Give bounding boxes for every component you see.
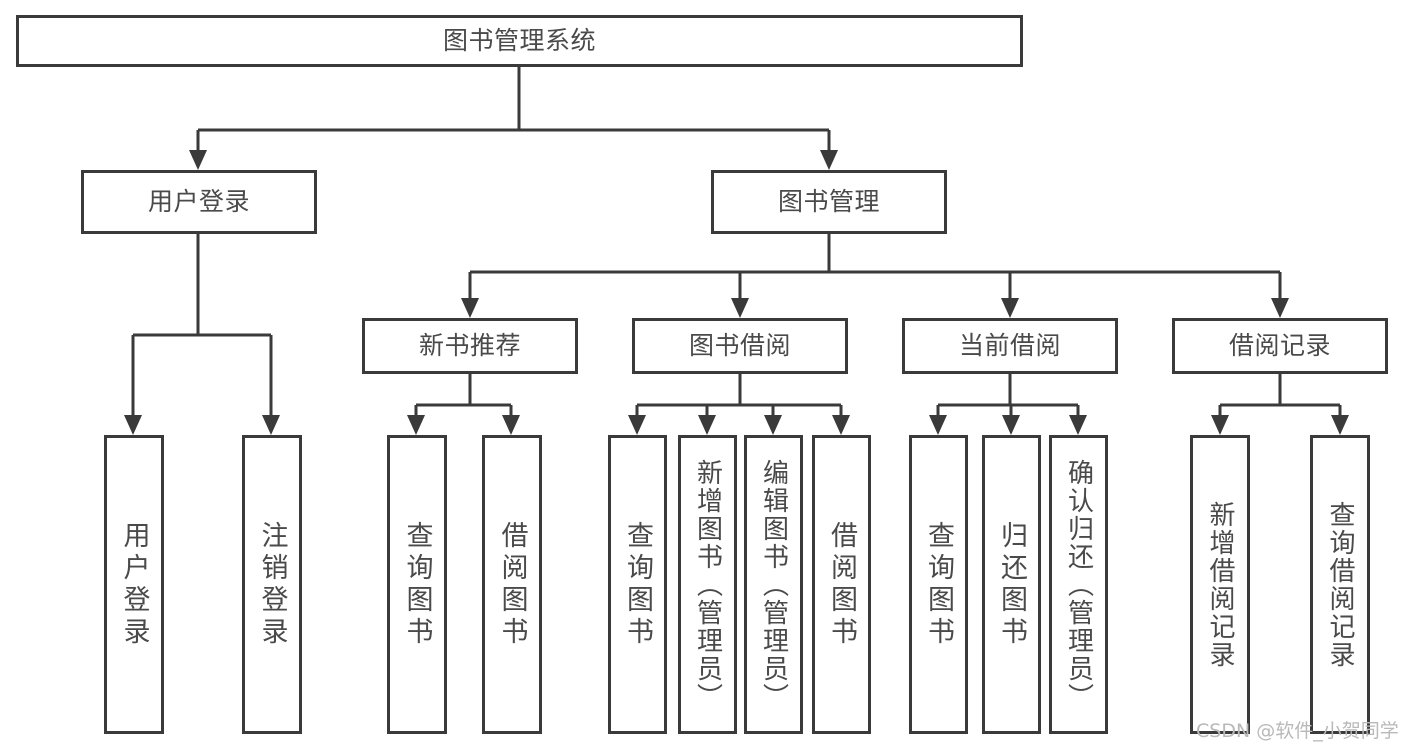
node-label: 确认归还（管理员） bbox=[1063, 458, 1094, 711]
node-label: 新增借阅记录 bbox=[1205, 500, 1235, 669]
leaf-logout[interactable]: 注销登录 bbox=[242, 435, 302, 734]
leaf-return-book[interactable]: 归还图书 bbox=[982, 435, 1041, 734]
leaf-query-book-newbook[interactable]: 查询图书 bbox=[387, 435, 447, 734]
node-label: 用户登录 bbox=[118, 520, 150, 649]
node-label: 查询图书 bbox=[401, 520, 433, 649]
node-label: 用户登录 bbox=[147, 186, 250, 216]
leaf-add-borrow-record[interactable]: 新增借阅记录 bbox=[1190, 435, 1250, 734]
node-root-system[interactable]: 图书管理系统 bbox=[16, 15, 1023, 67]
node-new-book-recommend[interactable]: 新书推荐 bbox=[362, 318, 578, 374]
node-label: 注销登录 bbox=[256, 520, 288, 649]
node-label: 借阅图书 bbox=[826, 520, 857, 649]
node-label: 查询图书 bbox=[622, 520, 653, 649]
node-label: 新增图书（管理员） bbox=[692, 458, 723, 711]
node-label: 借阅记录 bbox=[1228, 330, 1331, 360]
node-borrow-record[interactable]: 借阅记录 bbox=[1172, 318, 1388, 374]
node-label: 查询图书 bbox=[923, 520, 954, 649]
node-label: 查询借阅记录 bbox=[1325, 500, 1355, 669]
leaf-borrow-book[interactable]: 借阅图书 bbox=[812, 435, 871, 734]
node-label: 归还图书 bbox=[996, 520, 1027, 649]
leaf-confirm-return-admin[interactable]: 确认归还（管理员） bbox=[1049, 435, 1108, 734]
leaf-user-login[interactable]: 用户登录 bbox=[104, 435, 164, 734]
node-label: 编辑图书（管理员） bbox=[758, 458, 789, 711]
node-label: 新书推荐 bbox=[418, 330, 521, 360]
node-label: 图书管理系统 bbox=[442, 25, 596, 55]
leaf-query-book-current[interactable]: 查询图书 bbox=[909, 435, 968, 734]
node-label: 借阅图书 bbox=[496, 520, 528, 649]
leaf-edit-book-admin[interactable]: 编辑图书（管理员） bbox=[744, 435, 803, 734]
node-book-management[interactable]: 图书管理 bbox=[711, 170, 947, 234]
leaf-query-borrow-record[interactable]: 查询借阅记录 bbox=[1310, 435, 1370, 734]
node-book-borrow[interactable]: 图书借阅 bbox=[632, 318, 848, 374]
node-label: 图书管理 bbox=[777, 186, 880, 216]
leaf-borrow-book-newbook[interactable]: 借阅图书 bbox=[482, 435, 542, 734]
leaf-query-book-borrow[interactable]: 查询图书 bbox=[608, 435, 667, 734]
leaf-add-book-admin[interactable]: 新增图书（管理员） bbox=[678, 435, 737, 734]
node-current-borrow[interactable]: 当前借阅 bbox=[902, 318, 1118, 374]
watermark-text: CSDN @软件_小贺同学 bbox=[1196, 720, 1399, 742]
node-user-login[interactable]: 用户登录 bbox=[81, 170, 317, 234]
node-label: 图书借阅 bbox=[688, 330, 791, 360]
node-label: 当前借阅 bbox=[958, 330, 1061, 360]
